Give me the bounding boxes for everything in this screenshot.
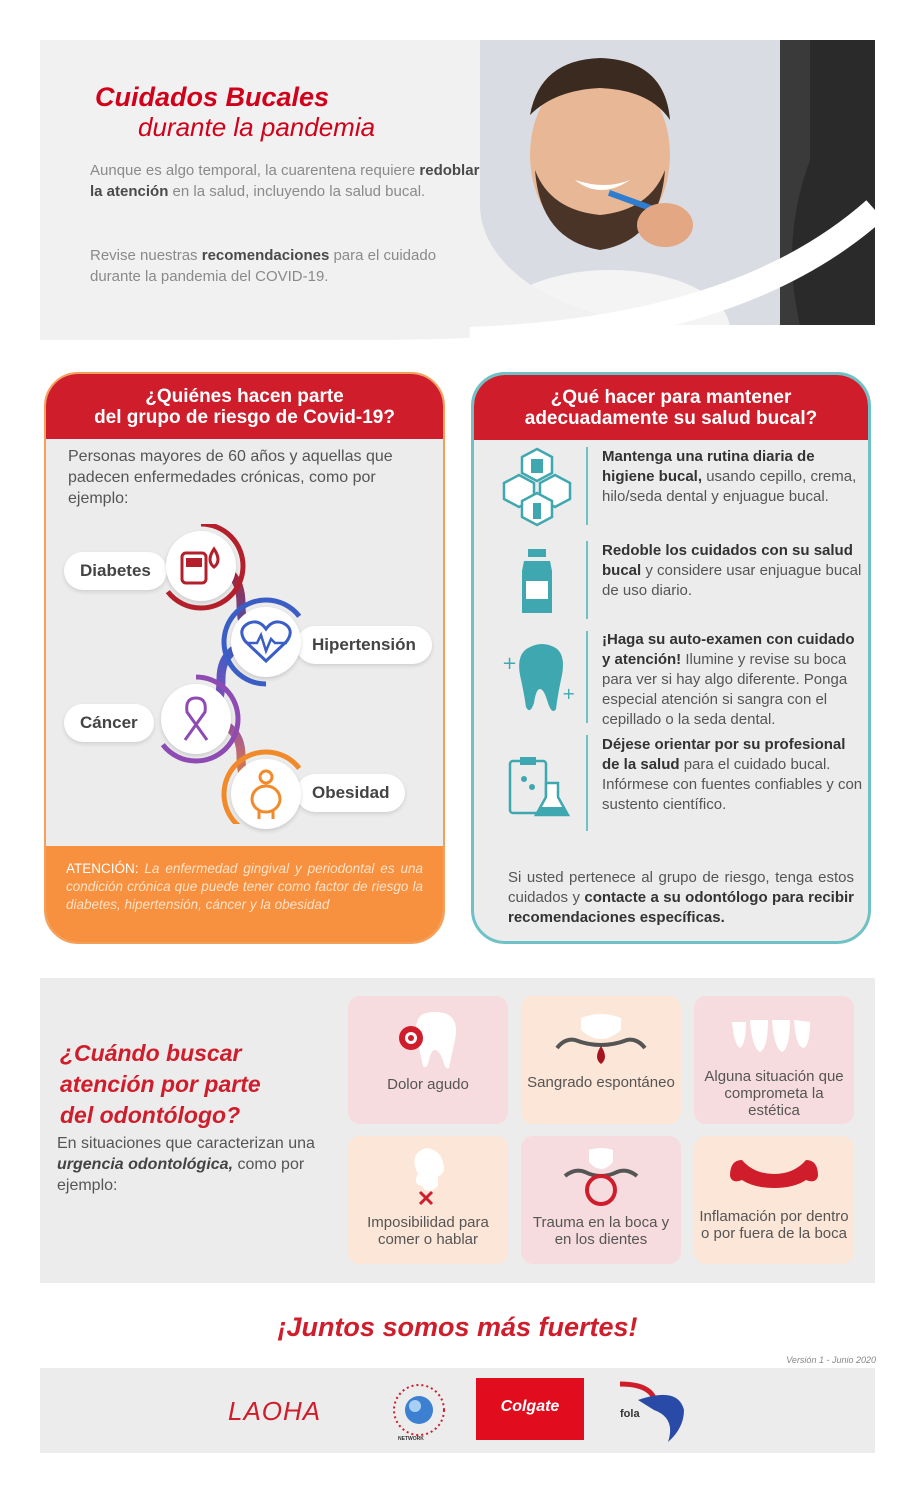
mouthwash-bottle-icon [502,547,572,617]
page-title: Cuidados Bucales [95,82,330,112]
tip-daily-routine: Mantenga una rutina diaria de higiene bu… [602,448,857,505]
risk-panel-title: ¿Quiénes hacen parte del grupo de riesgo… [46,374,443,439]
face-x-icon [414,1148,444,1206]
card-spontaneous-bleeding: Sangrado espontáneo [521,996,681,1124]
tip-divider [586,541,588,619]
condition-diabetes: Diabetes [64,552,167,590]
risk-group-panel: ¿Quiénes hacen parte del grupo de riesgo… [44,372,445,944]
card-acute-pain: Dolor agudo [348,996,508,1124]
tip-self-exam: ¡Haga su auto-examen con cuidado y atenc… [602,631,855,728]
condition-hypertension: Hipertensión [296,626,432,664]
tip-divider [586,735,588,831]
health-panel-footer: Si usted pertenece al grupo de riesgo, t… [508,869,855,926]
logos-bar: LAOHA NETWORK Colgate fola [40,1368,875,1453]
version-label: Versión 1 - Junio 2020 [786,1355,876,1365]
card-trauma: Trauma en la boca y en los dientes [521,1136,681,1264]
tooth-sparkle-icon: ++ [502,637,575,717]
svg-text:+: + [562,684,575,703]
health-panel-title: ¿Qué hacer para mantener adecuadamente s… [474,375,868,440]
colgate-logo: Colgate [476,1378,584,1440]
page-subtitle: durante la pandemia [138,112,376,142]
teeth-row-icon [732,1020,810,1052]
tooth-trauma-icon [563,1148,639,1206]
network-globe-logo [393,1384,445,1436]
fola-logo-mark [619,1381,684,1442]
glucometer-icon [166,531,236,601]
obesity-figure-icon [231,759,301,829]
card-inflammation: Inflamación por dentro o por fuera de la… [694,1136,854,1264]
tip-divider [586,631,588,723]
urgent-title: ¿Cuándo buscar atención por parte del od… [60,1040,261,1128]
man-brushing-photo [480,40,875,325]
svg-text:+: + [502,653,517,674]
tooth-pain-icon [399,1012,456,1069]
tip-redouble-care: Redoble los cuidados con su salud bucal … [602,542,862,599]
gum-bleeding-icon [555,1014,647,1064]
urgent-care-section: ¿Cuándo buscar atención por parte del od… [40,978,875,1283]
cancer-ribbon-icon [161,684,231,754]
oral-health-panel: ¿Qué hacer para mantener adecuadamente s… [471,372,871,944]
network-label: NETWORK [398,1436,424,1442]
card-unable-eat-speak: Imposibilidad para comer o hablar [348,1136,508,1264]
urgent-intro: En situaciones que caracterizan una urge… [57,1135,315,1194]
intro-paragraph-2: Revise nuestras recomendaciones para el … [90,247,437,285]
header-arc [469,200,875,340]
slogan: ¡Juntos somos más fuertes! [277,1312,638,1342]
risk-panel-intro: Personas mayores de 60 años y aquellas q… [68,448,393,507]
card-aesthetics: Alguna situación que comprometa la estét… [694,996,854,1124]
clipboard-flask-icon [502,753,572,823]
condition-cancer: Cáncer [64,704,154,742]
tip-divider [586,447,588,525]
intro-paragraph-1: Aunque es algo temporal, la cuarentena r… [90,162,480,200]
laoha-logo: LAOHA [228,1396,322,1426]
swollen-gum-icon [730,1160,818,1188]
condition-obesity: Obesidad [296,774,406,812]
heart-pulse-icon [231,607,301,677]
fola-logo-text: fola [620,1408,640,1420]
conditions-connector [151,524,311,824]
hygiene-hexagons-icon [502,447,572,527]
tip-professional-guidance: Déjese orientar por su profesional de la… [602,736,863,813]
attention-note: ATENCIÓN: La enfermedad gingival y perio… [46,846,443,942]
